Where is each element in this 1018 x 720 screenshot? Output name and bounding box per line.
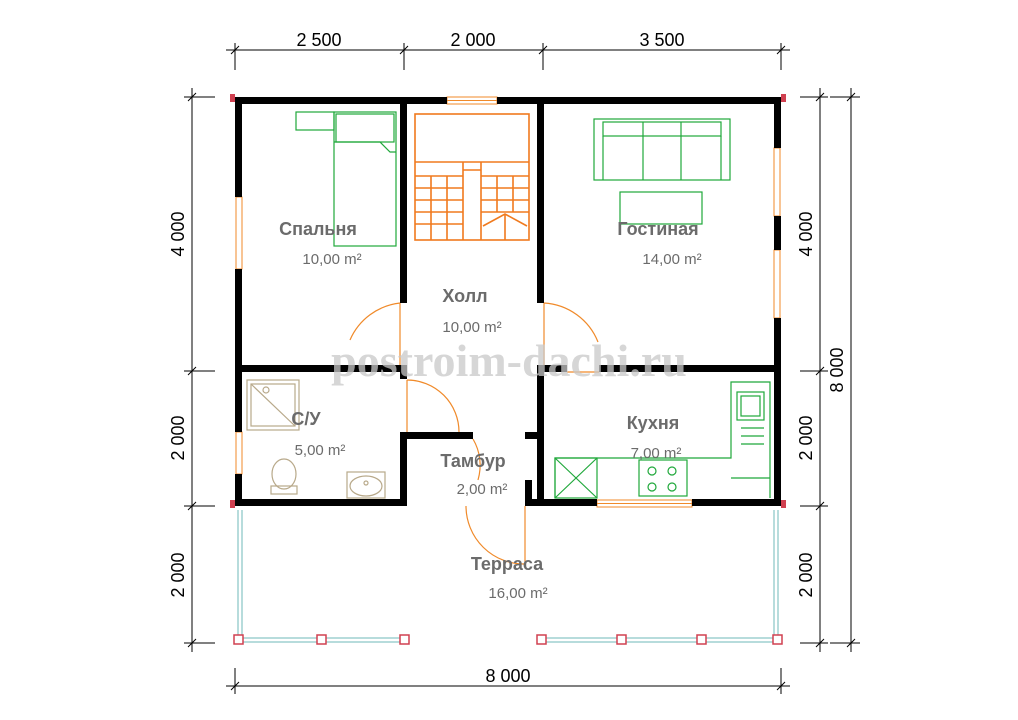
dimension-lines	[184, 43, 860, 694]
room-area-kitchen: 7,00 m²	[631, 445, 682, 462]
dim-bottom: 8 000	[485, 666, 530, 686]
room-name-bedroom: Спальня	[279, 219, 357, 239]
room-name-living: Гостиная	[617, 219, 698, 239]
bathroom-fixtures	[246, 379, 386, 499]
room-area-hall: 10,00 m²	[442, 319, 501, 336]
post	[536, 634, 547, 645]
dim-left-1: 4 000	[168, 211, 188, 256]
doors	[349, 302, 599, 565]
room-area-bathroom: 5,00 m²	[295, 442, 346, 459]
room-name-kitchen: Кухня	[627, 413, 680, 433]
room-name-bathroom: С/У	[291, 409, 321, 429]
post	[696, 634, 707, 645]
dim-top-1: 2 500	[296, 30, 341, 50]
walls	[235, 97, 781, 506]
dim-right-2: 2 000	[796, 415, 816, 460]
room-area-terrace: 16,00 m²	[488, 585, 547, 602]
room-name-hall: Холл	[442, 286, 487, 306]
kitchen-furniture	[554, 381, 771, 499]
dim-top-3: 3 500	[639, 30, 684, 50]
dim-right-3: 2 000	[796, 552, 816, 597]
corner-markers	[230, 94, 786, 508]
dim-right-total: 8 000	[827, 347, 847, 392]
terrace	[233, 510, 783, 645]
dim-right-1: 4 000	[796, 211, 816, 256]
room-area-vestibule: 2,00 m²	[457, 481, 508, 498]
bed-furniture	[295, 111, 397, 247]
room-area-living: 14,00 m²	[642, 251, 701, 268]
post	[233, 634, 244, 645]
post	[316, 634, 327, 645]
watermark: postroim-dachi.ru	[331, 335, 687, 386]
dim-top-2: 2 000	[450, 30, 495, 50]
dim-left-2: 2 000	[168, 415, 188, 460]
sofa-furniture	[593, 118, 731, 225]
post	[399, 634, 410, 645]
dim-left-3: 2 000	[168, 552, 188, 597]
post	[772, 634, 783, 645]
staircase	[414, 113, 530, 241]
room-area-bedroom: 10,00 m²	[302, 251, 361, 268]
post	[616, 634, 627, 645]
room-name-terrace: Терраса	[471, 554, 544, 574]
room-name-vestibule: Тамбур	[440, 451, 505, 471]
